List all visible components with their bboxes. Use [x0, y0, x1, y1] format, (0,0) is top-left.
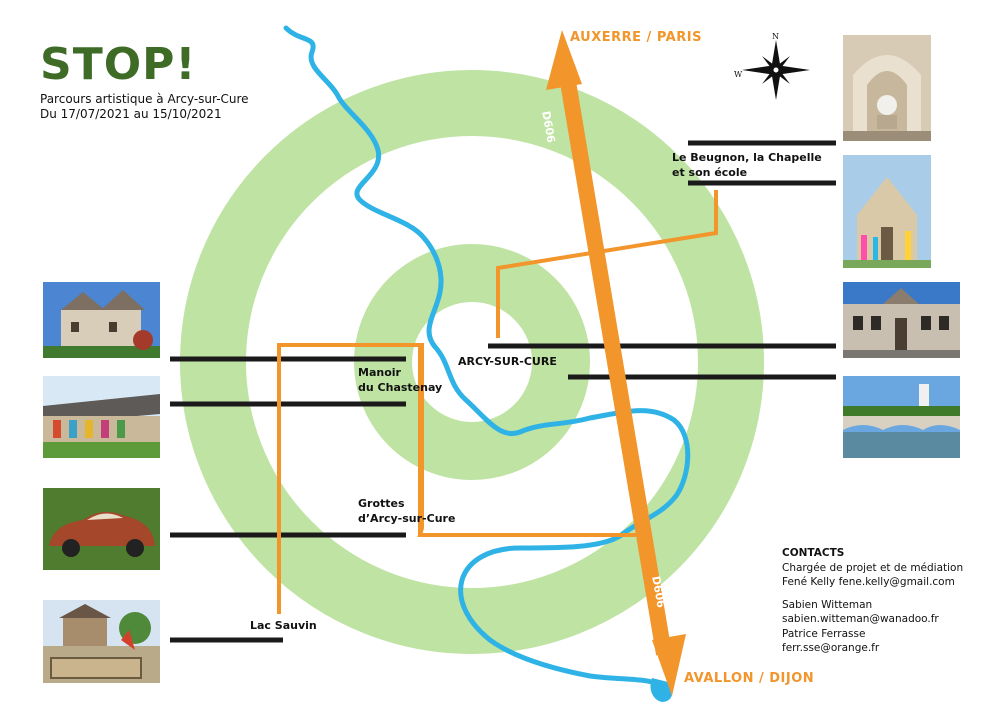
place-beugnon-line2: et son école [672, 166, 748, 179]
contacts-person2-email: sabien.witteman@wanadoo.fr [782, 613, 939, 625]
road-north-label: AUXERRE / PARIS [570, 30, 702, 45]
place-manoir-line2: du Chastenay [358, 381, 443, 394]
orange-paths [277, 190, 718, 614]
place-beugnon-line1: Le Beugnon, la Chapelle [672, 151, 822, 164]
place-arcy: ARCY-SUR-CURE [458, 355, 557, 368]
road-south-label: AVALLON / DIJON [684, 671, 815, 686]
place-manoir: Manoir du Chastenay [358, 365, 442, 395]
road-d606 [546, 30, 686, 696]
photo-old-car [43, 488, 160, 570]
photo-barn-art [43, 376, 160, 458]
place-beugnon: Le Beugnon, la Chapelle et son école [672, 150, 822, 180]
contacts-role: Chargée de projet et de médiation [782, 561, 964, 574]
contacts-person3-email: ferr.sse@orange.fr [782, 642, 880, 654]
place-lac: Lac Sauvin [250, 619, 317, 632]
contacts-heading: CONTACTS [782, 547, 845, 559]
photo-manoir [43, 282, 160, 358]
compass-rose [742, 40, 810, 100]
place-manoir-line1: Manoir [358, 366, 401, 379]
contacts-person1: Fené Kelly fene.kelly@gmail.com [782, 576, 955, 588]
contacts-block: CONTACTS Chargée de projet et de médiati… [782, 546, 963, 656]
photo-chapelle-interior [843, 35, 931, 141]
page-title: STOP! [40, 39, 197, 90]
photo-bridge [843, 376, 960, 458]
photo-chapelle-exterior [843, 155, 931, 268]
contacts-person2-name: Sabien Witteman [782, 598, 873, 611]
subtitle-line1: Parcours artistique à Arcy-sur-Cure [40, 92, 249, 106]
river-mouth [650, 678, 673, 702]
photo-lac-sauvin [43, 600, 160, 683]
place-grottes-line1: Grottes [358, 497, 405, 510]
place-grottes: Grottes d’Arcy-sur-Cure [358, 496, 455, 526]
compass-north-label: N [772, 32, 779, 41]
arrow-north [546, 30, 582, 90]
contacts-person3-name: Patrice Ferrasse [782, 627, 866, 640]
place-grottes-line2: d’Arcy-sur-Cure [358, 512, 456, 525]
photo-school [843, 282, 960, 358]
compass-west-label: W [734, 70, 743, 79]
arrow-south [652, 634, 686, 696]
subtitle-line2: Du 17/07/2021 au 15/10/2021 [40, 107, 222, 121]
subtitle: Parcours artistique à Arcy-sur-Cure Du 1… [40, 92, 249, 122]
river [283, 25, 691, 687]
